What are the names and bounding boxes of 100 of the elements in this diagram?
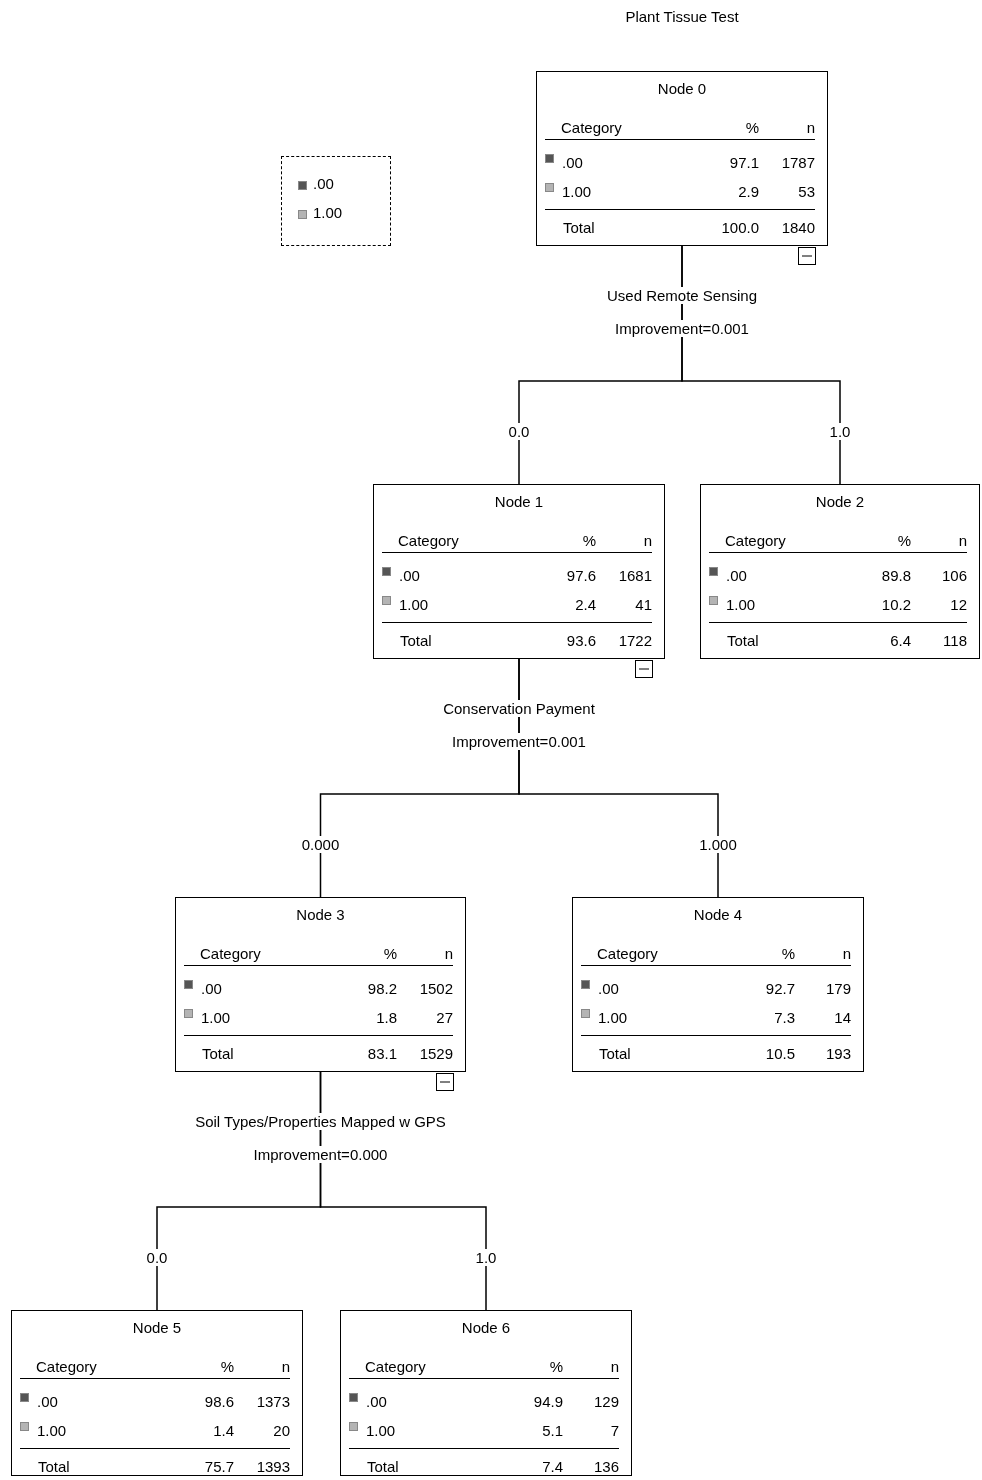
connector-line xyxy=(681,245,841,485)
column-header: Category xyxy=(36,1358,97,1375)
category-label: 1.00 xyxy=(399,596,429,613)
percent-value: 98.2 xyxy=(367,980,397,997)
count-value: 129 xyxy=(593,1393,619,1410)
count-value: 12 xyxy=(950,596,967,613)
column-header: n xyxy=(958,532,967,549)
column-header: % xyxy=(745,119,759,136)
column-header: % xyxy=(383,945,397,962)
count-value: 106 xyxy=(941,567,967,584)
column-header: Category xyxy=(200,945,261,962)
tree-node-box xyxy=(340,1310,632,1476)
category-label: 1.00 xyxy=(562,183,592,200)
count-value: 193 xyxy=(825,1045,851,1062)
percent-value: 10.2 xyxy=(881,596,911,613)
count-value: 7 xyxy=(610,1422,619,1439)
percent-value: 7.3 xyxy=(774,1009,795,1026)
count-value: 1373 xyxy=(256,1393,290,1410)
tree-node-box xyxy=(572,897,864,1072)
percent-value: 2.4 xyxy=(575,596,596,613)
column-header: n xyxy=(806,119,815,136)
tree-node-box xyxy=(175,897,466,1072)
legend-label: 1.00 xyxy=(313,204,343,221)
column-header: % xyxy=(220,1358,234,1375)
node-title: Node 4 xyxy=(692,906,744,923)
column-header: n xyxy=(444,945,453,962)
category-label: 1.00 xyxy=(598,1009,628,1026)
count-value: 1681 xyxy=(618,567,652,584)
count-value: 136 xyxy=(593,1458,619,1475)
total-label: Total xyxy=(202,1045,234,1062)
count-value: 179 xyxy=(825,980,851,997)
category-label: .00 xyxy=(37,1393,58,1410)
category-label: 1.00 xyxy=(726,596,756,613)
count-value: 41 xyxy=(635,596,652,613)
node-title: Node 6 xyxy=(460,1319,512,1336)
percent-value: 83.1 xyxy=(367,1045,397,1062)
node-title: Node 2 xyxy=(814,493,866,510)
percent-value: 97.1 xyxy=(729,154,759,171)
category-label: 1.00 xyxy=(201,1009,231,1026)
count-value: 1529 xyxy=(419,1045,453,1062)
legend-label: .00 xyxy=(313,175,334,192)
count-value: 53 xyxy=(798,183,815,200)
connector-line xyxy=(319,1071,487,1311)
column-header: n xyxy=(610,1358,619,1375)
column-header: % xyxy=(582,532,596,549)
total-label: Total xyxy=(563,219,595,236)
tree-node-box xyxy=(373,484,665,659)
percent-value: 100.0 xyxy=(721,219,759,236)
column-header: Category xyxy=(398,532,459,549)
percent-value: 94.9 xyxy=(533,1393,563,1410)
tree-node-box xyxy=(11,1310,303,1476)
category-label: 1.00 xyxy=(366,1422,396,1439)
column-header: Category xyxy=(365,1358,426,1375)
total-label: Total xyxy=(367,1458,399,1475)
percent-value: 93.6 xyxy=(566,632,596,649)
count-value: 1722 xyxy=(618,632,652,649)
count-value: 14 xyxy=(834,1009,851,1026)
percent-value: 5.1 xyxy=(542,1422,563,1439)
column-header: % xyxy=(781,945,795,962)
tree-node-box xyxy=(536,71,828,246)
column-header: n xyxy=(643,532,652,549)
diagram-title: Plant Tissue Test xyxy=(625,8,739,25)
total-label: Total xyxy=(38,1458,70,1475)
percent-value: 6.4 xyxy=(890,632,911,649)
column-header: Category xyxy=(725,532,786,549)
percent-value: 89.8 xyxy=(881,567,911,584)
count-value: 27 xyxy=(436,1009,453,1026)
category-label: .00 xyxy=(598,980,619,997)
category-label: .00 xyxy=(366,1393,387,1410)
percent-value: 98.6 xyxy=(204,1393,234,1410)
percent-value: 92.7 xyxy=(765,980,795,997)
count-value: 1393 xyxy=(256,1458,290,1475)
percent-value: 75.7 xyxy=(204,1458,234,1475)
percent-value: 1.4 xyxy=(213,1422,234,1439)
count-value: 118 xyxy=(943,632,967,649)
tree-node-box xyxy=(700,484,980,659)
category-label: .00 xyxy=(201,980,222,997)
category-label: .00 xyxy=(562,154,583,171)
node-title: Node 0 xyxy=(656,80,708,97)
category-label: 1.00 xyxy=(37,1422,67,1439)
percent-value: 97.6 xyxy=(566,567,596,584)
percent-value: 10.5 xyxy=(765,1045,795,1062)
total-label: Total xyxy=(727,632,759,649)
percent-value: 1.8 xyxy=(376,1009,397,1026)
count-value: 1787 xyxy=(781,154,815,171)
column-header: n xyxy=(842,945,851,962)
category-label: .00 xyxy=(726,567,747,584)
column-header: % xyxy=(549,1358,563,1375)
count-value: 1840 xyxy=(781,219,815,236)
column-header: % xyxy=(897,532,911,549)
percent-value: 7.4 xyxy=(542,1458,563,1475)
column-header: n xyxy=(281,1358,290,1375)
column-header: Category xyxy=(597,945,658,962)
total-label: Total xyxy=(400,632,432,649)
column-header: Category xyxy=(561,119,622,136)
percent-value: 2.9 xyxy=(738,183,759,200)
node-title: Node 3 xyxy=(295,906,346,923)
total-label: Total xyxy=(599,1045,631,1062)
node-title: Node 5 xyxy=(131,1319,183,1336)
connector-line xyxy=(518,658,719,898)
